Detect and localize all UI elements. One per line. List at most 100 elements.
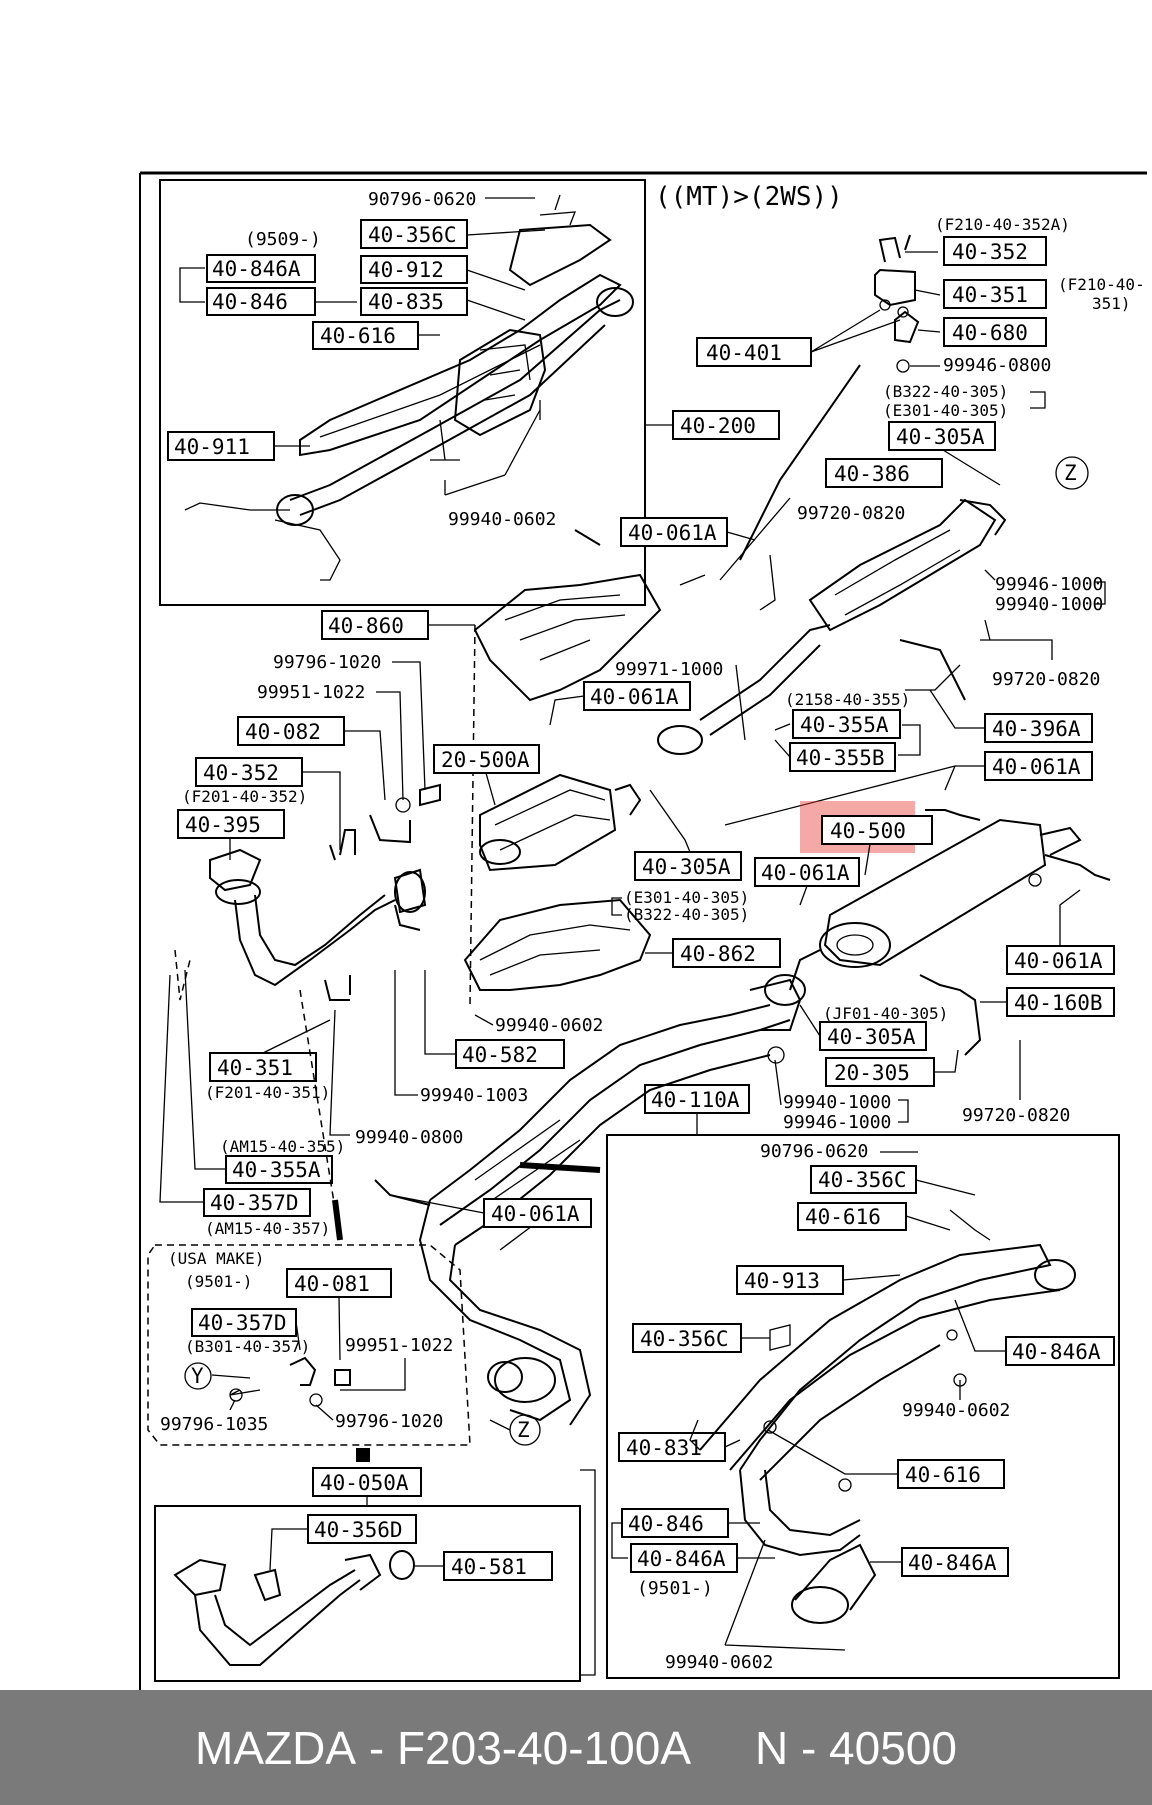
main-pipe-inset-sketch xyxy=(689,1209,1076,1624)
callout-40-680[interactable] xyxy=(943,317,1047,347)
callout-text: 40-110A xyxy=(651,1088,740,1112)
callout-text: 40-846 xyxy=(628,1512,704,1536)
callout-text: 40-305A xyxy=(896,425,985,449)
callout-text: 40-401 xyxy=(706,341,782,365)
hanger-sketch xyxy=(874,234,920,373)
separator: - xyxy=(356,1721,397,1774)
callout-40-305A[interactable] xyxy=(634,851,742,881)
callout-text: 40-082 xyxy=(245,720,321,744)
callout-text: 40-846A xyxy=(212,257,301,281)
callout-40-500[interactable] xyxy=(821,815,933,845)
callout-text: 40-352 xyxy=(203,761,279,785)
callout-text: 40-616 xyxy=(805,1205,881,1229)
callout-text: 40-356C xyxy=(640,1327,729,1351)
callout-text: 40-581 xyxy=(451,1555,527,1579)
callout-text: 40-050A xyxy=(320,1471,409,1495)
callout-text: 40-355A xyxy=(800,713,889,737)
callout-text: 40-356D xyxy=(314,1518,403,1542)
callout-40-616[interactable] xyxy=(312,321,419,350)
part-number: 99940-1000 xyxy=(995,594,1103,615)
callout-40-846A[interactable] xyxy=(901,1547,1009,1577)
callout-text: 40-351 xyxy=(952,283,1028,307)
callout-text: 40-846A xyxy=(1012,1340,1101,1364)
callout-20-305[interactable] xyxy=(825,1057,935,1087)
callout-text: 20-500A xyxy=(441,748,530,772)
callout-40-862[interactable] xyxy=(672,938,781,968)
ref-marker-y xyxy=(184,1362,212,1390)
callout-text: 40-582 xyxy=(462,1043,538,1067)
callout-40-357D[interactable] xyxy=(191,1308,297,1337)
section-marker xyxy=(332,1199,343,1241)
callout-40-913[interactable] xyxy=(736,1265,844,1295)
front-pipe-and-converter-sketch xyxy=(209,773,642,1001)
callout-40-355A[interactable] xyxy=(792,709,901,739)
callout-40-305A[interactable] xyxy=(888,421,996,451)
ref-marker-text: Z xyxy=(517,1418,530,1442)
callout-text: 40-081 xyxy=(294,1272,370,1296)
callout-text: 40-305A xyxy=(642,855,731,879)
callout-text: 40-352 xyxy=(952,240,1028,264)
callout-40-911[interactable] xyxy=(167,431,275,461)
callout-40-356C[interactable] xyxy=(810,1165,917,1194)
callout-40-616[interactable] xyxy=(897,1459,1005,1489)
callout-text: 40-913 xyxy=(744,1269,820,1293)
part-number: 99940-0602 xyxy=(902,1400,1010,1421)
inset-box-main-pipe xyxy=(606,1134,1120,1679)
callout-40-386[interactable] xyxy=(825,458,943,488)
callout-text: 40-355A xyxy=(232,1158,321,1182)
callout-40-581[interactable] xyxy=(443,1551,553,1581)
part-number: 99946-1000 xyxy=(783,1112,891,1133)
callout-40-401[interactable] xyxy=(696,337,812,367)
part-number: (AM15-40-357) xyxy=(205,1219,330,1238)
callout-text: 40-351 xyxy=(217,1056,293,1080)
callout-40-081[interactable] xyxy=(286,1268,392,1298)
part-number: 99940-0800 xyxy=(355,1127,463,1148)
part-number: 99940-1000 xyxy=(783,1092,891,1113)
callout-40-912[interactable] xyxy=(360,255,468,284)
callout-40-395[interactable] xyxy=(177,809,285,839)
catalytic-converter-sketch xyxy=(574,497,1007,755)
usa-make-box xyxy=(147,1244,471,1446)
callout-40-846A[interactable] xyxy=(1005,1336,1115,1366)
callout-40-061A[interactable] xyxy=(1006,945,1115,975)
spacer xyxy=(691,1721,755,1775)
callout-40-352[interactable] xyxy=(195,757,303,787)
part-number: 90796-0620 xyxy=(760,1141,868,1162)
callout-40-082[interactable] xyxy=(237,716,345,746)
region-note: (USA MAKE) xyxy=(168,1249,264,1268)
callout-40-061A[interactable] xyxy=(984,751,1093,781)
callout-40-846[interactable] xyxy=(206,287,316,316)
callout-40-355B[interactable] xyxy=(789,742,896,772)
callout-text: 40-357D xyxy=(198,1311,287,1335)
callout-40-351[interactable] xyxy=(943,279,1047,309)
callout-40-356D[interactable] xyxy=(307,1514,417,1544)
callout-40-860[interactable] xyxy=(321,610,429,640)
part-number: 99940-0602 xyxy=(448,509,556,530)
part-number: (F210-40-352A) xyxy=(935,215,1070,234)
callout-40-352[interactable] xyxy=(943,236,1047,266)
callout-text: 40-616 xyxy=(320,324,396,348)
callout-40-061A[interactable] xyxy=(583,681,691,711)
part-number: 99946-1000 xyxy=(995,574,1103,595)
callout-40-050A[interactable] xyxy=(312,1467,422,1497)
part-number: (F201-40-351) xyxy=(205,1083,330,1102)
callout-text: 40-395 xyxy=(185,813,261,837)
callout-text: 40-061A xyxy=(491,1202,580,1226)
callout-40-357D[interactable] xyxy=(203,1188,311,1217)
callout-40-355A[interactable] xyxy=(225,1155,333,1184)
callout-text: 40-061A xyxy=(628,521,717,545)
part-number: (AM15-40-355) xyxy=(220,1137,345,1156)
callout-text: 40-860 xyxy=(328,614,404,638)
callout-40-061A[interactable] xyxy=(483,1198,592,1228)
part-number: (F210-40- xyxy=(1058,275,1145,294)
callout-40-831[interactable] xyxy=(618,1432,726,1462)
callout-40-835[interactable] xyxy=(360,287,468,316)
callout-40-846A[interactable] xyxy=(206,254,316,283)
callout-40-356C[interactable] xyxy=(360,219,468,249)
exhaust-parts-diagram: ((MT)>(2WS)) 90796-0620 40-356C (9509-) … xyxy=(139,171,1147,1690)
part-number: 90796-0620 xyxy=(368,189,476,210)
section-marker xyxy=(519,1162,601,1173)
callout-text: 40-160B xyxy=(1014,991,1103,1015)
part-number: 99940-0602 xyxy=(665,1652,773,1673)
heat-shield-40-862 xyxy=(463,898,652,991)
